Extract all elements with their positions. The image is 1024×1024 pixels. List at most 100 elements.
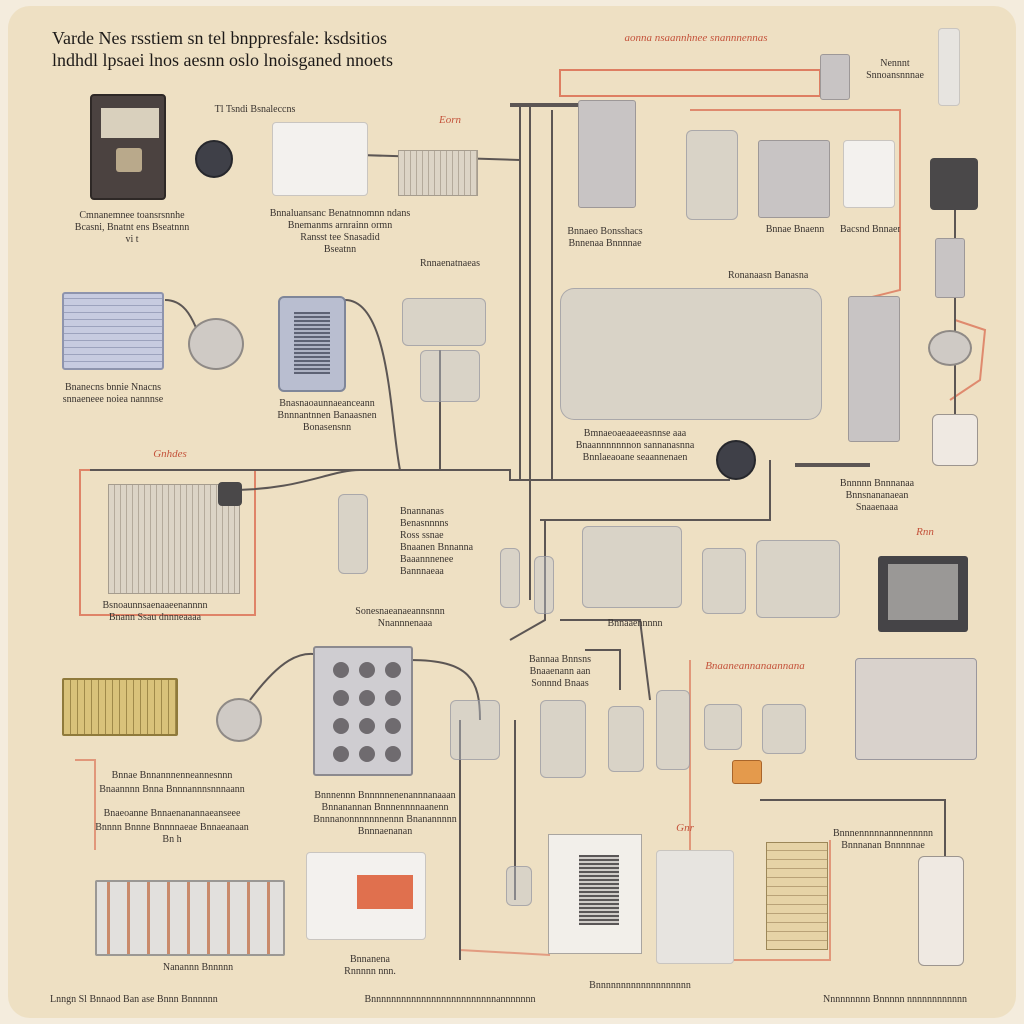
motor-component [195,140,233,178]
label-cluster: Ronanaasn Banasnaen [728,270,808,281]
amber-cabinet [766,842,828,950]
soldering-iron-base [930,158,978,210]
bottle-sensor [918,856,964,966]
label-top-right1: Nennnt [880,58,910,69]
label-right-mid2: Bnnsnananaean [845,490,909,501]
terminal-block [398,150,478,196]
label-red-right: Rnn [916,526,934,538]
label-center-desc8: Nnannnenaaa [377,618,433,629]
multimeter [90,94,166,200]
label-keypad-desc4: Bnnnaenanan [357,826,413,837]
vent-cabinet [548,834,642,954]
label-cluster-desc1: Bmnaeoaeaaeeasnnse aaa [583,428,687,439]
wire-keypad-right [409,659,481,721]
component-cluster [560,288,822,420]
label-router-desc2: Bnemanms arnrainn ormn [287,220,393,231]
label-bottom-left: Lnngn Sl Bnnaod Ban ase Bnnn Bnnnnnn [50,994,218,1005]
label-center-desc6: Bannnaeaa [400,566,444,577]
label-center-desc2: Benasnnnns [400,518,449,529]
label-top-red1: aonna nsaannhnee snannnennas [624,32,768,44]
label-cluster-desc3: Bnnlaeaoane seaannenaen [582,452,688,463]
chip-socket [218,482,242,506]
label-pins-desc: Bnnaaennnnn [607,618,663,629]
label-right-mid1: Bnnnnn Bnnnanaa [839,478,915,489]
label-cluster-desc2: Bnaannnnnnnon sannanasnna [575,440,695,451]
fuse-block [843,140,895,208]
relay-rack [95,880,285,956]
wire-red-top [559,69,821,97]
breaker-unit [578,100,636,208]
adapter-module [420,350,480,402]
connector-lead-2 [534,556,554,614]
control-panel-blue [62,292,164,370]
wire-h-main [90,469,730,481]
wire-lower-mid [585,649,621,690]
wire-center-lower [540,460,771,521]
label-bottom-center2: Bnnnnnnnnnnnnnnnnnnn [589,980,691,991]
display-monitor [878,556,968,632]
label-center-desc4: Bnaanen Bnnanna [400,542,474,553]
label-bottom-center: Bnnnnnnnnnnnnnnnnnnnnnnnnnannnnnnn [364,994,536,1005]
label-red-left: Gnhdes [153,448,187,460]
label-sensors-desc1: Bannaa Bnnsns [529,654,591,665]
label-brass-desc5: Bn h [162,834,182,845]
power-supply [686,130,738,220]
label-keypad-desc3: Bnnnanonnnnnnnennn Bnanannnnn [313,814,457,825]
wire-keypad [249,652,321,701]
label-router-desc3: Ransst tee Snasadid [300,232,380,243]
tall-panel [848,296,900,442]
orange-connector [732,760,762,784]
label-mid-top1: Bnnaeo Bonsshacs [567,226,643,237]
label-router-desc1: Bnnaluansanc Benatnnomnn ndans [269,208,411,219]
label-brass-desc3: Bnaeoanne Bnnaenanannaeanseee [103,808,241,819]
label-center-desc3: Ross ssnae [400,530,444,541]
label-meter-desc1: Cmnanemnee toansrsnnhe [79,210,185,221]
round-sensor [188,318,244,370]
label-bottom-right: Nnnnnnnnn Bnnnnn nnnnnnnnnnnn [823,994,967,1005]
label-meter-desc2: Bcasni, Bnatnt ens Bseatnnn [74,222,190,233]
lower-fuse [704,704,742,750]
label-top-panel: Tl Tsndi Bsnaleccns [214,104,296,115]
label-keypad-desc2: Bnnanannan Bnnnennnnaanenn [321,802,449,813]
label-left-mid1: Bnanecns bnnie Nnacns [64,382,162,393]
label-lower-red1: Bnaaneannanaannana [705,660,805,672]
label-thermo-desc1: Bnasnaoaunnaeanceann [279,398,375,409]
wire-right-sensor [760,799,946,860]
label-right-mid3: Snaaenaaa [855,502,899,513]
label-thermo-desc2: Bnnnantnnen Banaasnen [277,410,377,421]
label-board-desc1: Bsnoaunnsaenaaeenannnn [102,600,208,611]
diagram-title-line2: lndhdl lpsaei lnos aesnn oslo lnoisganed… [52,50,393,70]
diagram-title-line1: Varde Nes rsstiem sn tel bnppresfale: ks… [52,28,387,48]
label-board-desc2: Bnann Ssau dnnneaaaa [108,612,202,623]
label-brass-desc1: Bnnae Bnnannnenneannesnnn [111,770,233,781]
plug-adapter [338,494,368,574]
connector-plug [820,54,850,100]
router-box [272,122,368,196]
label-lower-right1: Bnnnennnnnannnennnnn [833,828,933,839]
wire-red-bottom [459,790,551,956]
label-bottom-rack: Nanannn Bnnnnn [162,962,234,973]
label-bottom-mid2: Rnnnnn nnn. [344,966,396,977]
label-mid-top3: Bnnae Bnaenn [765,224,825,235]
label-meter-desc3: vi t [125,234,139,245]
connector-pair [450,700,500,760]
label-sensors-desc3: Sonnnd Bnaas [531,678,589,689]
wire-red-right [690,109,901,301]
label-left-mid2: snnaeneee noiea nannnse [62,394,164,405]
relay-module [758,140,830,218]
coil-component [716,440,756,480]
label-keypad-desc1: Bnnnennn Bnnnnnenenannnanaaan [314,790,456,801]
bottom-connector [506,866,532,906]
label-red-bottom-mid: Gnr [676,822,694,834]
label-sensors-desc2: Bnaaenann aan [529,666,591,677]
soldering-iron [938,28,960,106]
lower-capacitor [540,700,586,778]
wire-red-lowerleft [75,759,96,850]
label-top-right2: Snnoansnnnae [866,70,924,81]
label-thermo-desc3: Bonasensnn [302,422,352,433]
label-bus: Rnnaenatnaeas [420,258,480,269]
capacitor [702,548,746,614]
lower-transistor [656,690,690,770]
label-router-desc4: Bseatnn [323,244,357,255]
lower-relay [608,706,644,772]
